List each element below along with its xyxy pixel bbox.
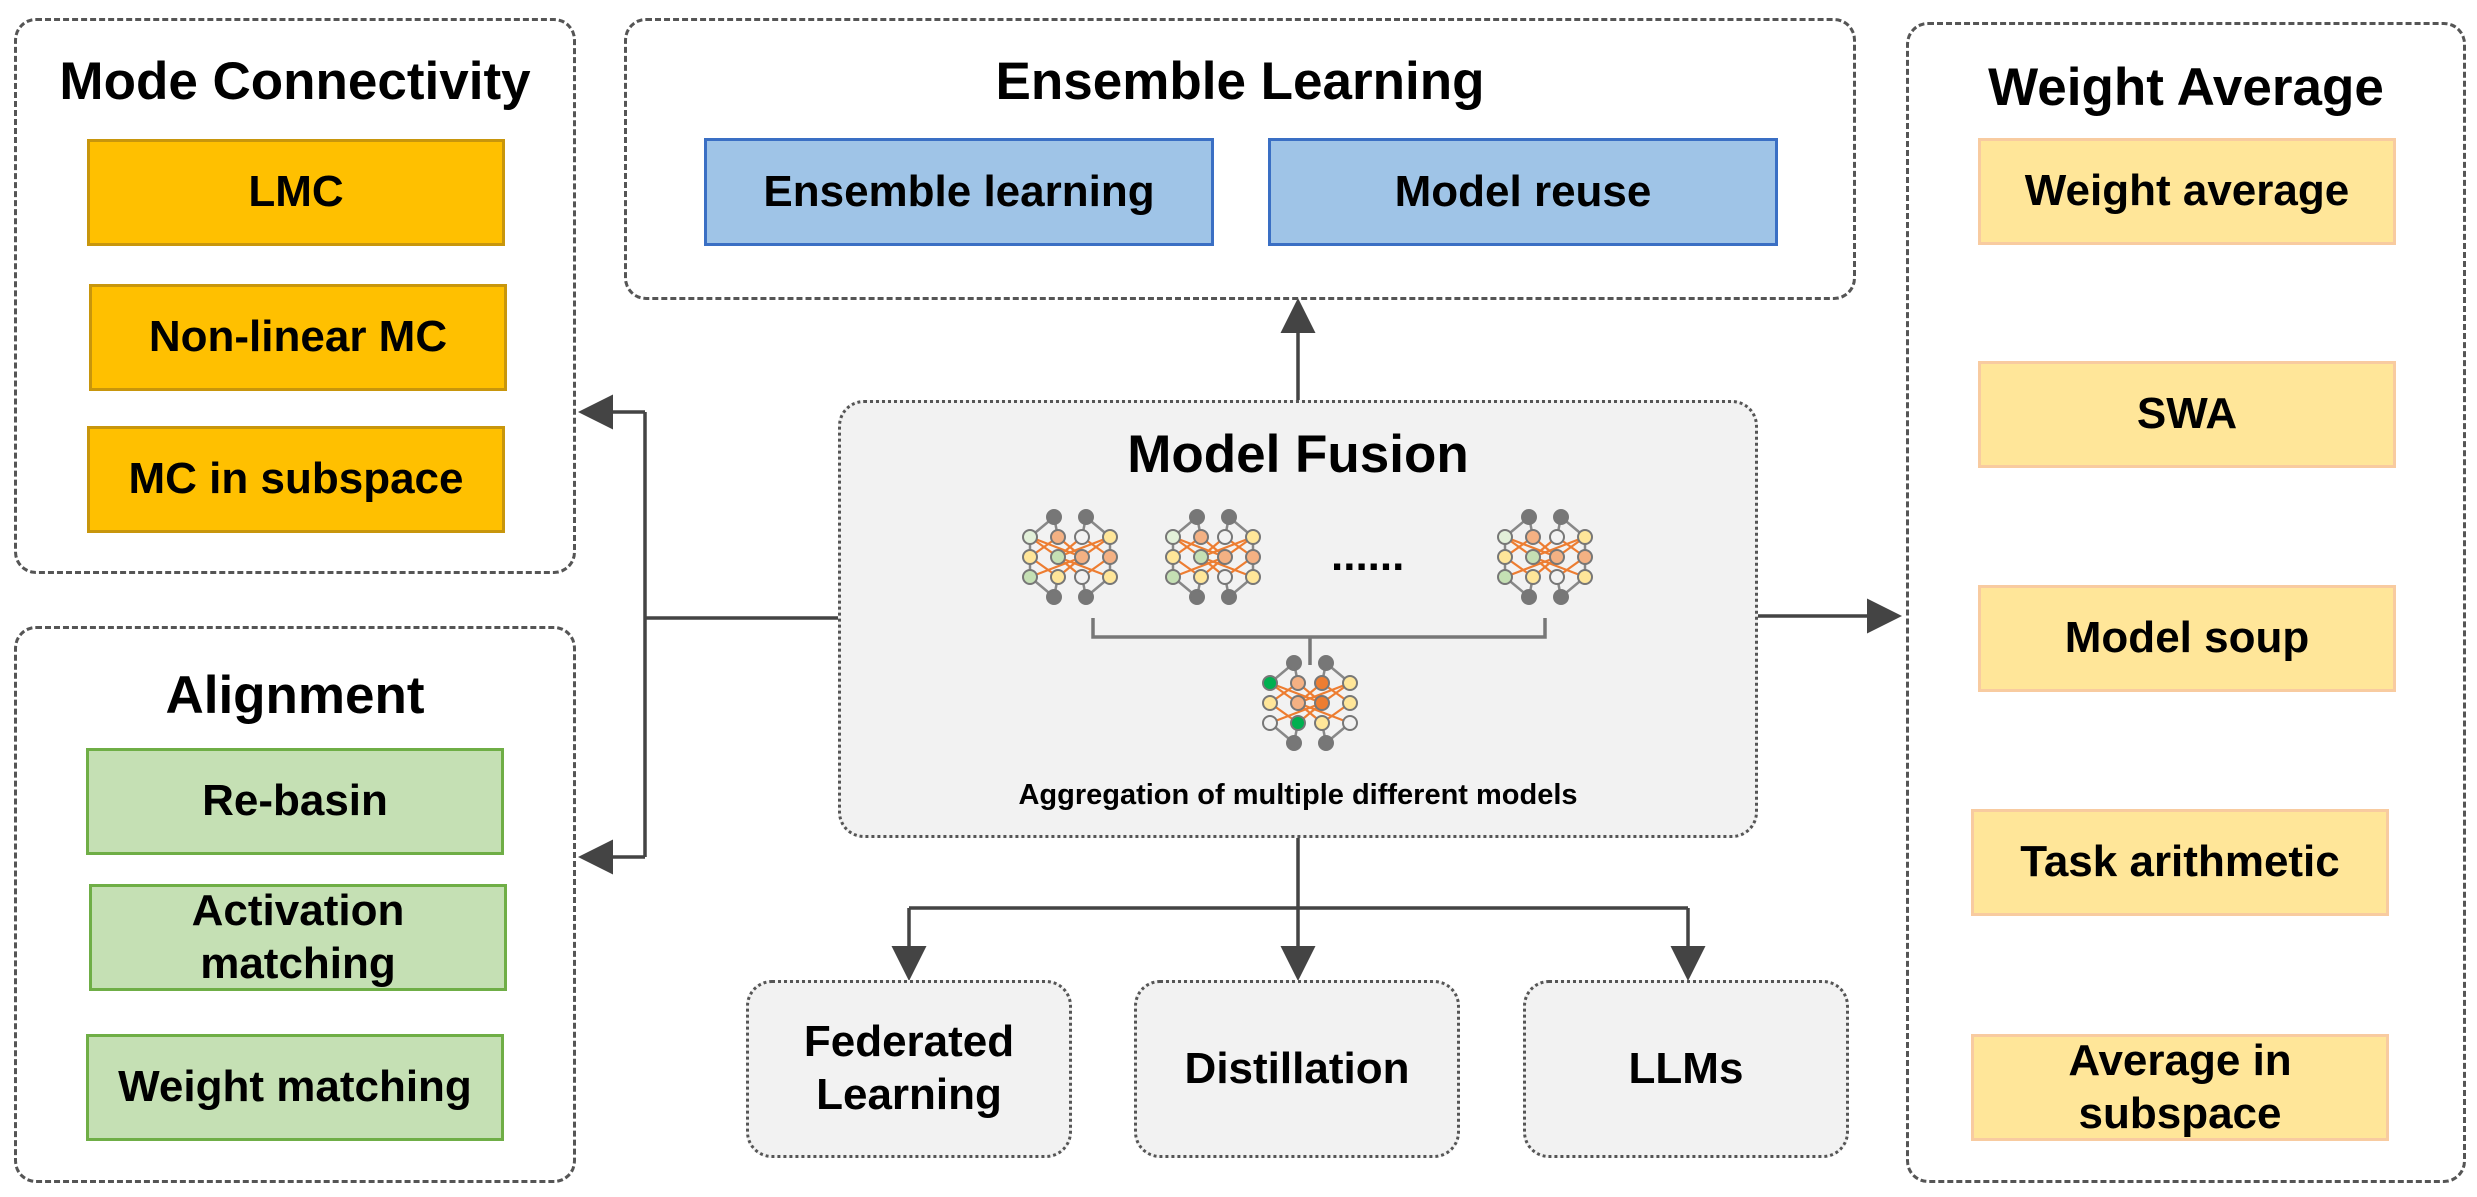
weight-average-group: Weight Average [1906, 22, 2466, 1183]
distillation-box: Distillation [1134, 980, 1460, 1158]
federated-learning-box: Federated Learning [746, 980, 1072, 1158]
llms-box: LLMs [1523, 980, 1849, 1158]
lmc-box: LMC [87, 139, 505, 246]
task-arithmetic-box: Task arithmetic [1971, 809, 2389, 916]
alignment-title: Alignment [165, 666, 425, 725]
alignment-group: Alignment [14, 626, 576, 1183]
non-linear-mc-box: Non-linear MC [89, 284, 507, 391]
model-fusion-panel: Model Fusion ...... Aggregation of multi… [838, 400, 1758, 838]
weight-average-title: Weight Average [1988, 58, 2384, 117]
activation-matching-box: Activation matching [89, 884, 507, 991]
mc-in-subspace-box: MC in subspace [87, 426, 505, 533]
re-basin-box: Re-basin [86, 748, 504, 855]
aggregation-caption: Aggregation of multiple different models [1018, 779, 1578, 811]
model-soup-box: Model soup [1978, 585, 2396, 692]
weight-matching-box: Weight matching [86, 1034, 504, 1141]
ensemble-learning-title: Ensemble Learning [995, 52, 1485, 111]
mode-connectivity-title: Mode Connectivity [59, 52, 531, 111]
weight-average-box: Weight average [1978, 138, 2396, 245]
average-in-subspace-box: Average in subspace [1971, 1034, 2389, 1141]
ellipsis: ...... [1331, 531, 1405, 580]
model-reuse-box: Model reuse [1268, 138, 1778, 246]
model-fusion-title: Model Fusion [1127, 425, 1469, 484]
swa-box: SWA [1978, 361, 2396, 468]
ensemble-learning-box: Ensemble learning [704, 138, 1214, 246]
ensemble-learning-group: Ensemble Learning [624, 18, 1856, 300]
mode-connectivity-group: Mode Connectivity [14, 18, 576, 574]
